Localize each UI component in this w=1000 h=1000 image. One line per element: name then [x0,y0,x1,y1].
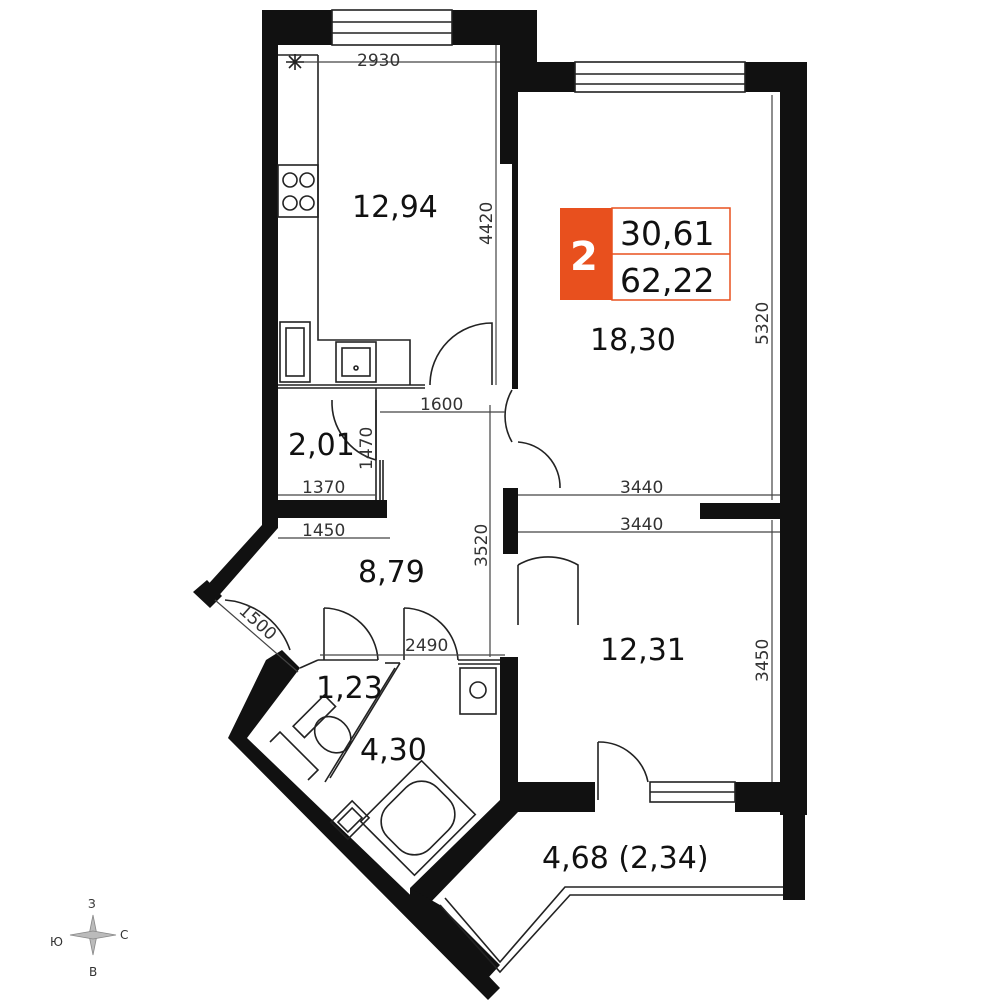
dim-kitchen-height: 4420 [477,202,497,245]
hall-area: 8,79 [358,555,425,590]
large-room-area: 18,30 [590,323,676,358]
rooms-count-badge [560,208,612,300]
dim-small-room-width: 3440 [620,515,663,535]
compass-south: В [89,965,97,979]
dimension-lines [214,45,780,782]
kitchen-area: 12,94 [352,190,438,225]
small-room-area: 12,31 [600,633,686,668]
bathroom-area: 4,30 [360,733,427,768]
dim-small-room-height: 3450 [753,639,773,682]
balcony-area: 4,68 (2,34) [542,841,709,876]
windows [331,9,783,974]
dim-corridor-width: 1600 [420,395,463,415]
dim-kitchen-width: 2930 [357,51,400,71]
rooms-count: 2 [570,234,598,280]
compass-east: С [120,928,128,942]
dim-hall-width: 1450 [302,521,345,541]
compass-rose-icon: З С В Ю [50,897,128,979]
dim-large-room-width: 3440 [620,478,663,498]
dim-bath-width: 2490 [405,636,448,656]
dim-storage-width: 1370 [302,478,345,498]
dim-storage-height: 1470 [357,427,377,470]
wc-area: 1,23 [316,671,383,706]
doors [224,322,649,800]
dim-large-room-height: 5320 [753,302,773,345]
apartment-badge: 2 30,61 62,22 [560,207,731,301]
storage-area: 2,01 [288,428,355,463]
dim-hall-height: 3520 [472,524,492,567]
living-area-value: 30,61 [620,214,714,253]
bath-fixtures [269,667,497,877]
total-area-value: 62,22 [620,261,714,300]
dimension-labels: 2930 4420 5320 1600 1470 1370 3440 3440 … [235,51,773,682]
kitchen-furniture [277,54,411,385]
walls [193,10,807,1000]
compass-west: Ю [50,935,63,949]
asterisk-icon [286,54,304,70]
room-labels: 12,94 18,30 2,01 8,79 12,31 1,23 4,30 4,… [288,190,709,876]
compass-north: З [88,897,96,911]
